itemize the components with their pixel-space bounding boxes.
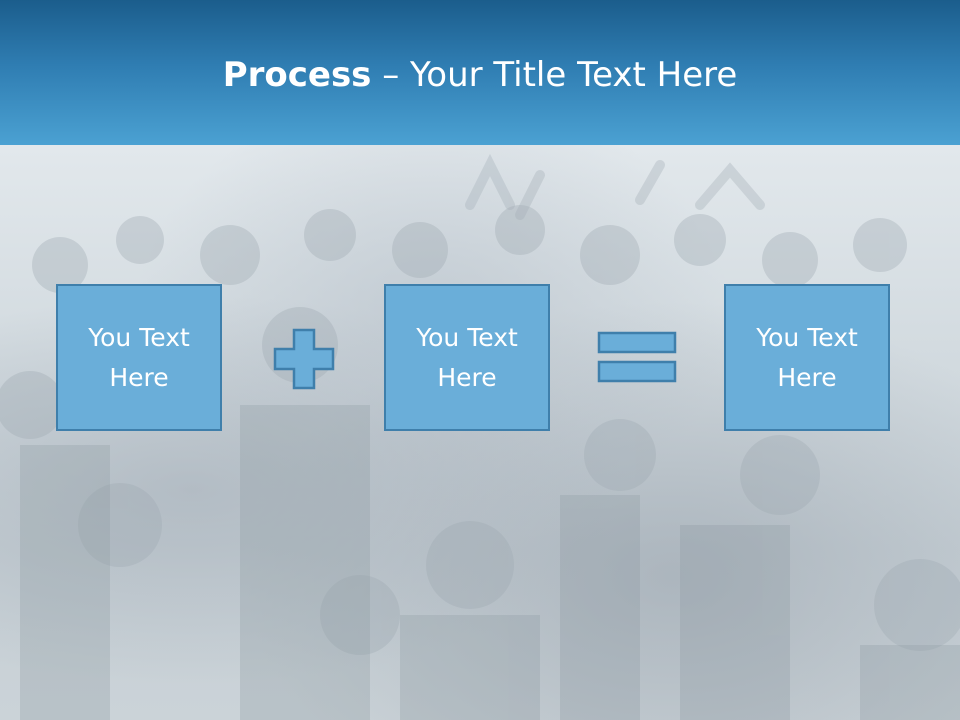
title-bar: Process – Your Title Text Here (0, 0, 960, 145)
crowd-photo-background (0, 145, 960, 720)
process-box-1[interactable]: You Text Here (56, 284, 222, 431)
title-rest: – Your Title Text Here (371, 55, 738, 95)
slide-title: Process – Your Title Text Here (0, 52, 960, 98)
process-box-1-text: You Text Here (88, 322, 190, 392)
crowd-silhouettes (0, 153, 960, 720)
process-box-2[interactable]: You Text Here (384, 284, 550, 431)
process-box-3-text: You Text Here (756, 322, 858, 392)
process-box-3[interactable]: You Text Here (724, 284, 890, 431)
equals-icon (597, 331, 677, 383)
plus-icon (273, 328, 335, 390)
process-box-2-text: You Text Here (416, 322, 518, 392)
title-bold: Process (222, 55, 372, 95)
